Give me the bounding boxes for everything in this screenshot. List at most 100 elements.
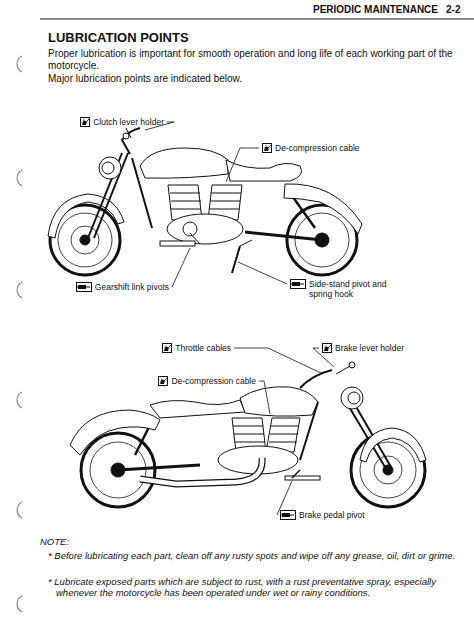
- symbol-frame: [159, 377, 168, 386]
- lubrication-callout: De-compression cable: [275, 143, 360, 153]
- note-heading: NOTE:: [40, 536, 69, 547]
- grease-symbol: [280, 510, 296, 520]
- motorcycle-right-view: [300, 370, 332, 388]
- body-text: Proper lubrication is important for smoo…: [48, 48, 468, 72]
- leader-lines: [277, 481, 292, 515]
- motorcycle-right-view: [300, 402, 318, 460]
- motorcycle-right-view: [135, 425, 150, 455]
- grease-tube: [282, 513, 290, 517]
- motorcycle-right-view: [150, 400, 245, 418]
- motorcycle-right-view: [292, 470, 300, 478]
- lubrication-callout: Brake pedal pivot: [299, 510, 365, 520]
- motorcycle-left-view: [167, 214, 243, 244]
- page-number: 2-2: [446, 4, 460, 16]
- body-text: Major lubrication points are indicated b…: [48, 73, 468, 85]
- lubrication-callout: Throttle cables: [175, 343, 231, 353]
- binder-holes: [17, 56, 22, 612]
- symbol-frame: [323, 344, 332, 353]
- leader-lines: [226, 148, 259, 182]
- motorcycle-left-view: [71, 226, 99, 254]
- motorcycle-right-view: [118, 465, 200, 470]
- note-item: * Lubricate exposed parts which are subj…: [48, 576, 466, 599]
- lubrication-callout: Gearshift link pivots: [95, 282, 169, 292]
- note-item: * Lubricate exposed parts which are subj…: [48, 576, 466, 599]
- motorcycle-left-view: [284, 184, 362, 234]
- binder-holes: [17, 170, 22, 186]
- grease-symbol: [76, 282, 92, 292]
- motorcycle-right-view: [70, 362, 426, 507]
- symbol-frame: [163, 344, 172, 353]
- motorcycle-left-view: [160, 241, 195, 246]
- leader-lines: [259, 381, 270, 414]
- page-number: 2-2: [446, 4, 460, 16]
- motorcycle-left-view: [140, 148, 228, 178]
- symbol-frame: [291, 280, 306, 289]
- page-title: LUBRICATION POINTS: [48, 30, 189, 46]
- body-text: Major lubrication points are indicated b…: [48, 73, 242, 85]
- motorcycle-right-view: [70, 410, 160, 455]
- motorcycle-right-view: [336, 366, 350, 374]
- oil-spout: [166, 345, 171, 347]
- binder-holes: [17, 392, 22, 408]
- oil-spout: [84, 119, 89, 121]
- oil-spout: [326, 345, 331, 347]
- motorcycle-right-view: [360, 428, 426, 462]
- motorcycle-right-view: [240, 387, 318, 416]
- oil-can: [82, 121, 87, 125]
- motorcycle-left-view: [232, 246, 240, 273]
- motorcycle-left-view: [190, 233, 200, 244]
- motorcycle-right-view: [348, 392, 360, 404]
- leader-lines: [238, 262, 287, 284]
- oil-can: [160, 380, 165, 384]
- grease-tube: [78, 285, 86, 289]
- oil-spout: [162, 378, 167, 380]
- oil-symbol: [322, 343, 332, 353]
- motorcycle-left-view: [123, 133, 129, 139]
- motorcycle-left-view: [99, 157, 121, 179]
- motorcycle-right-view: [233, 426, 265, 442]
- lubrication-callout: De-compression cable: [262, 143, 360, 153]
- binder-holes: [17, 502, 22, 518]
- symbol-frame: [263, 144, 272, 153]
- motorcycle-left-view: [48, 128, 362, 275]
- motorcycle-left-view: [226, 160, 302, 181]
- symbol-frame: [281, 511, 296, 520]
- symbol-frame: [81, 118, 90, 127]
- grease-nozzle: [77, 286, 90, 287]
- section-header: PERIODIC MAINTENANCE: [313, 4, 438, 16]
- oil-symbol: [158, 376, 168, 386]
- motorcycle-right-view: [140, 458, 262, 484]
- grease-tube: [292, 282, 300, 286]
- note-heading: NOTE:: [40, 536, 69, 547]
- section-header: PERIODIC MAINTENANCE: [313, 4, 438, 16]
- motorcycle-left-view: [48, 194, 124, 238]
- motorcycle-left-view: [88, 153, 122, 238]
- lubrication-callout: De-compression cable: [158, 376, 256, 386]
- symbol-frame: [76, 283, 91, 292]
- binder-holes: [17, 56, 22, 72]
- page-title: LUBRICATION POINTS: [48, 30, 189, 46]
- oil-symbol: [80, 117, 90, 127]
- motorcycle-right-view: [140, 458, 262, 484]
- oil-symbol: [262, 143, 272, 153]
- lubrication-callout: Clutch lever holder: [80, 117, 164, 127]
- motorcycle-left-view: [102, 162, 114, 174]
- oil-can: [324, 347, 329, 351]
- motorcycle-left-view: [170, 193, 201, 209]
- binder-holes: [17, 282, 22, 298]
- lubrication-callout: Clutch lever holder: [93, 117, 164, 127]
- grease-nozzle: [281, 514, 294, 515]
- motorcycle-right-view: [269, 426, 299, 442]
- motorcycle-right-view: [285, 476, 320, 480]
- motorcycle-left-view: [209, 193, 241, 209]
- motorcycle-left-view: [183, 222, 197, 236]
- lubrication-callout: Brake lever holder: [322, 343, 404, 353]
- body-text: Proper lubrication is important for smoo…: [48, 48, 468, 72]
- oil-spout: [266, 145, 271, 147]
- binder-holes: [17, 596, 22, 612]
- motorcycle-left-view: [245, 232, 322, 240]
- motorcycle-left-view: [240, 240, 252, 246]
- leader-lines: [145, 122, 334, 515]
